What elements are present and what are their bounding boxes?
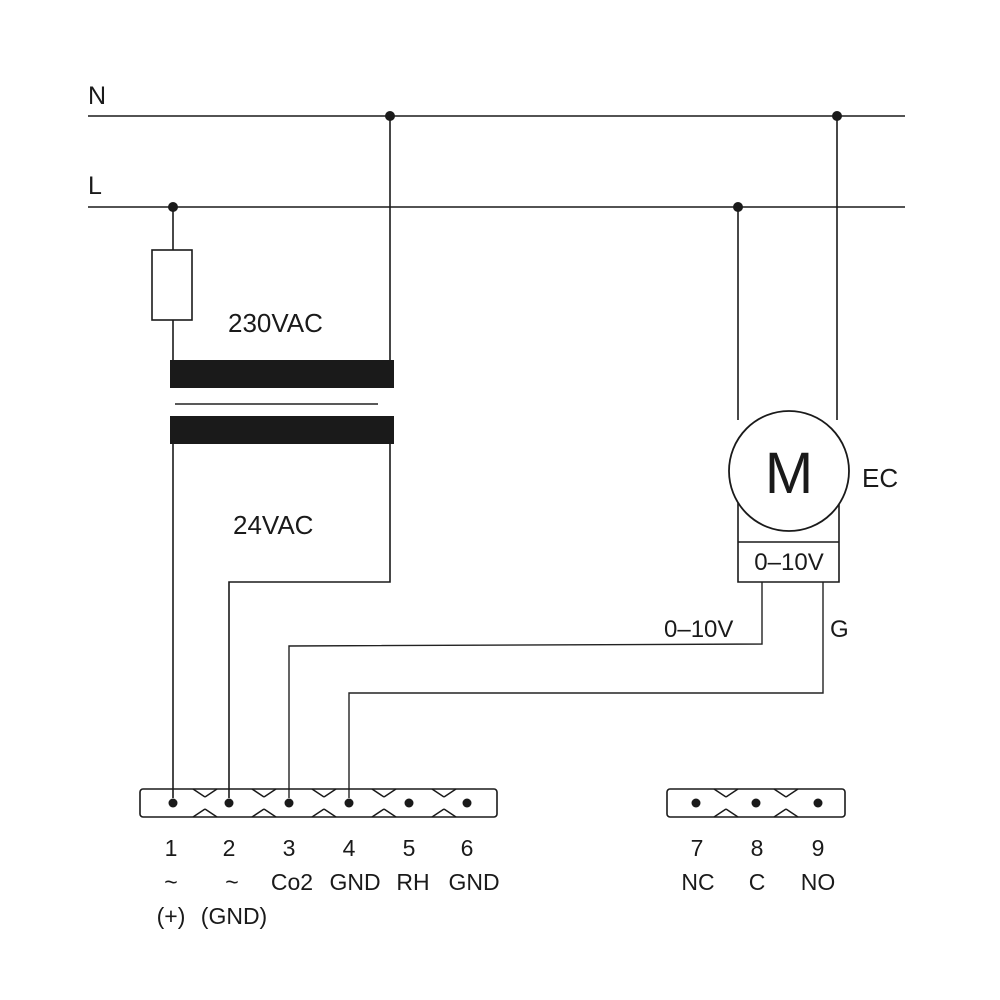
terminal-3-screw: [284, 798, 294, 808]
terminal-block-a: [139, 788, 498, 818]
terminal-7-screw: [691, 798, 701, 808]
control-signal-wire: [288, 582, 763, 798]
terminal-4-screw: [344, 798, 354, 808]
terminal-2-number: 2: [223, 835, 236, 861]
motor-housing: [737, 470, 840, 583]
terminal-8-screw: [751, 798, 761, 808]
terminal-6-number: 6: [461, 835, 474, 861]
motor-symbol: M: [765, 441, 813, 506]
terminal-8-function: C: [749, 869, 766, 895]
motor-circle: [728, 410, 850, 532]
primary-voltage-label: 230VAC: [228, 308, 323, 338]
secondary-to-terminal-2-wire: [228, 444, 391, 798]
terminal-9-function: NO: [801, 869, 836, 895]
terminal-6-screw: [462, 798, 472, 808]
terminal-block-a-body: [139, 788, 498, 818]
motor-type-label: EC: [862, 463, 898, 493]
terminal-2-screw: [224, 798, 234, 808]
terminal-9-screw: [813, 798, 823, 808]
terminal-block-b: [666, 788, 846, 818]
terminal-7-number: 7: [691, 835, 704, 861]
terminal-7-function: NC: [681, 869, 714, 895]
terminal-4-number: 4: [343, 835, 356, 861]
terminal-3-function: Co2: [271, 869, 313, 895]
terminal-1-number: 1: [165, 835, 178, 861]
neutral-label: N: [88, 82, 106, 110]
ground-signal-wire: [348, 582, 824, 798]
terminal-4-function: GND: [329, 869, 380, 895]
terminal-5-function: RH: [396, 869, 429, 895]
motor-control-input-label: 0–10V: [754, 549, 823, 576]
transformer-secondary-winding: [170, 416, 394, 444]
ground-signal-label: G: [830, 616, 849, 643]
terminal-5-screw: [404, 798, 414, 808]
transformer-primary-winding: [170, 360, 394, 388]
terminal-block-a-notches: [192, 788, 457, 818]
secondary-voltage-label: 24VAC: [233, 510, 313, 540]
terminal-5-number: 5: [403, 835, 416, 861]
terminal-1-subscript: (+): [157, 903, 186, 929]
terminal-block-b-body: [666, 788, 846, 818]
terminal-3-number: 3: [283, 835, 296, 861]
terminal-1-screw: [168, 798, 178, 808]
terminal-9-number: 9: [812, 835, 825, 861]
line-label: L: [88, 172, 102, 200]
terminal-block-b-notches: [713, 788, 799, 818]
terminal-2-subscript: (GND): [201, 903, 267, 929]
terminal-2-function: ~: [225, 869, 238, 895]
terminal-6-function: GND: [448, 869, 499, 895]
control-signal-label: 0–10V: [664, 616, 733, 643]
fuse: [151, 249, 193, 321]
terminal-8-number: 8: [751, 835, 764, 861]
terminal-1-function: ~: [164, 869, 177, 895]
